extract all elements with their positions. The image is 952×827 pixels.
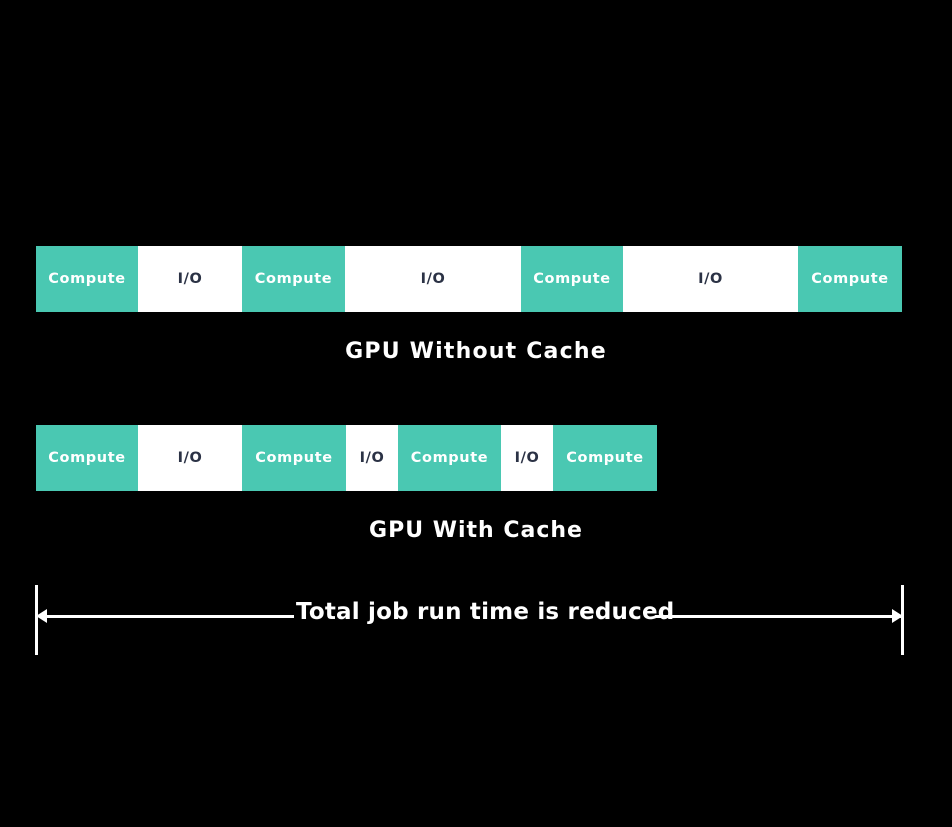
timeline-block-compute: Compute (242, 425, 346, 491)
measure-line-left (44, 615, 294, 618)
timeline-block-io: I/O (346, 425, 398, 491)
timeline-block-compute: Compute (36, 246, 138, 312)
caption-without-cache: GPU Without Cache (345, 339, 607, 364)
total-runtime-measure: Total job run time is reduced (0, 580, 952, 660)
timeline-block-compute: Compute (798, 246, 902, 312)
timeline-block-compute: Compute (398, 425, 501, 491)
timeline-block-compute: Compute (242, 246, 345, 312)
timeline-without-cache: Compute I/O Compute I/O Compute I/O Comp… (36, 246, 902, 312)
timeline-block-compute: Compute (553, 425, 657, 491)
arrow-right-icon (892, 609, 903, 623)
timeline-block-io: I/O (138, 425, 242, 491)
measure-line-right (655, 615, 903, 618)
timeline-block-compute: Compute (521, 246, 623, 312)
timeline-block-io: I/O (623, 246, 798, 312)
timeline-block-compute: Compute (36, 425, 138, 491)
timeline-with-cache: Compute I/O Compute I/O Compute I/O Comp… (36, 425, 657, 491)
arrow-left-icon (36, 609, 47, 623)
caption-with-cache: GPU With Cache (369, 518, 583, 543)
measure-label: Total job run time is reduced (296, 599, 675, 625)
timeline-block-io: I/O (138, 246, 242, 312)
timeline-block-io: I/O (345, 246, 521, 312)
timeline-block-io: I/O (501, 425, 553, 491)
